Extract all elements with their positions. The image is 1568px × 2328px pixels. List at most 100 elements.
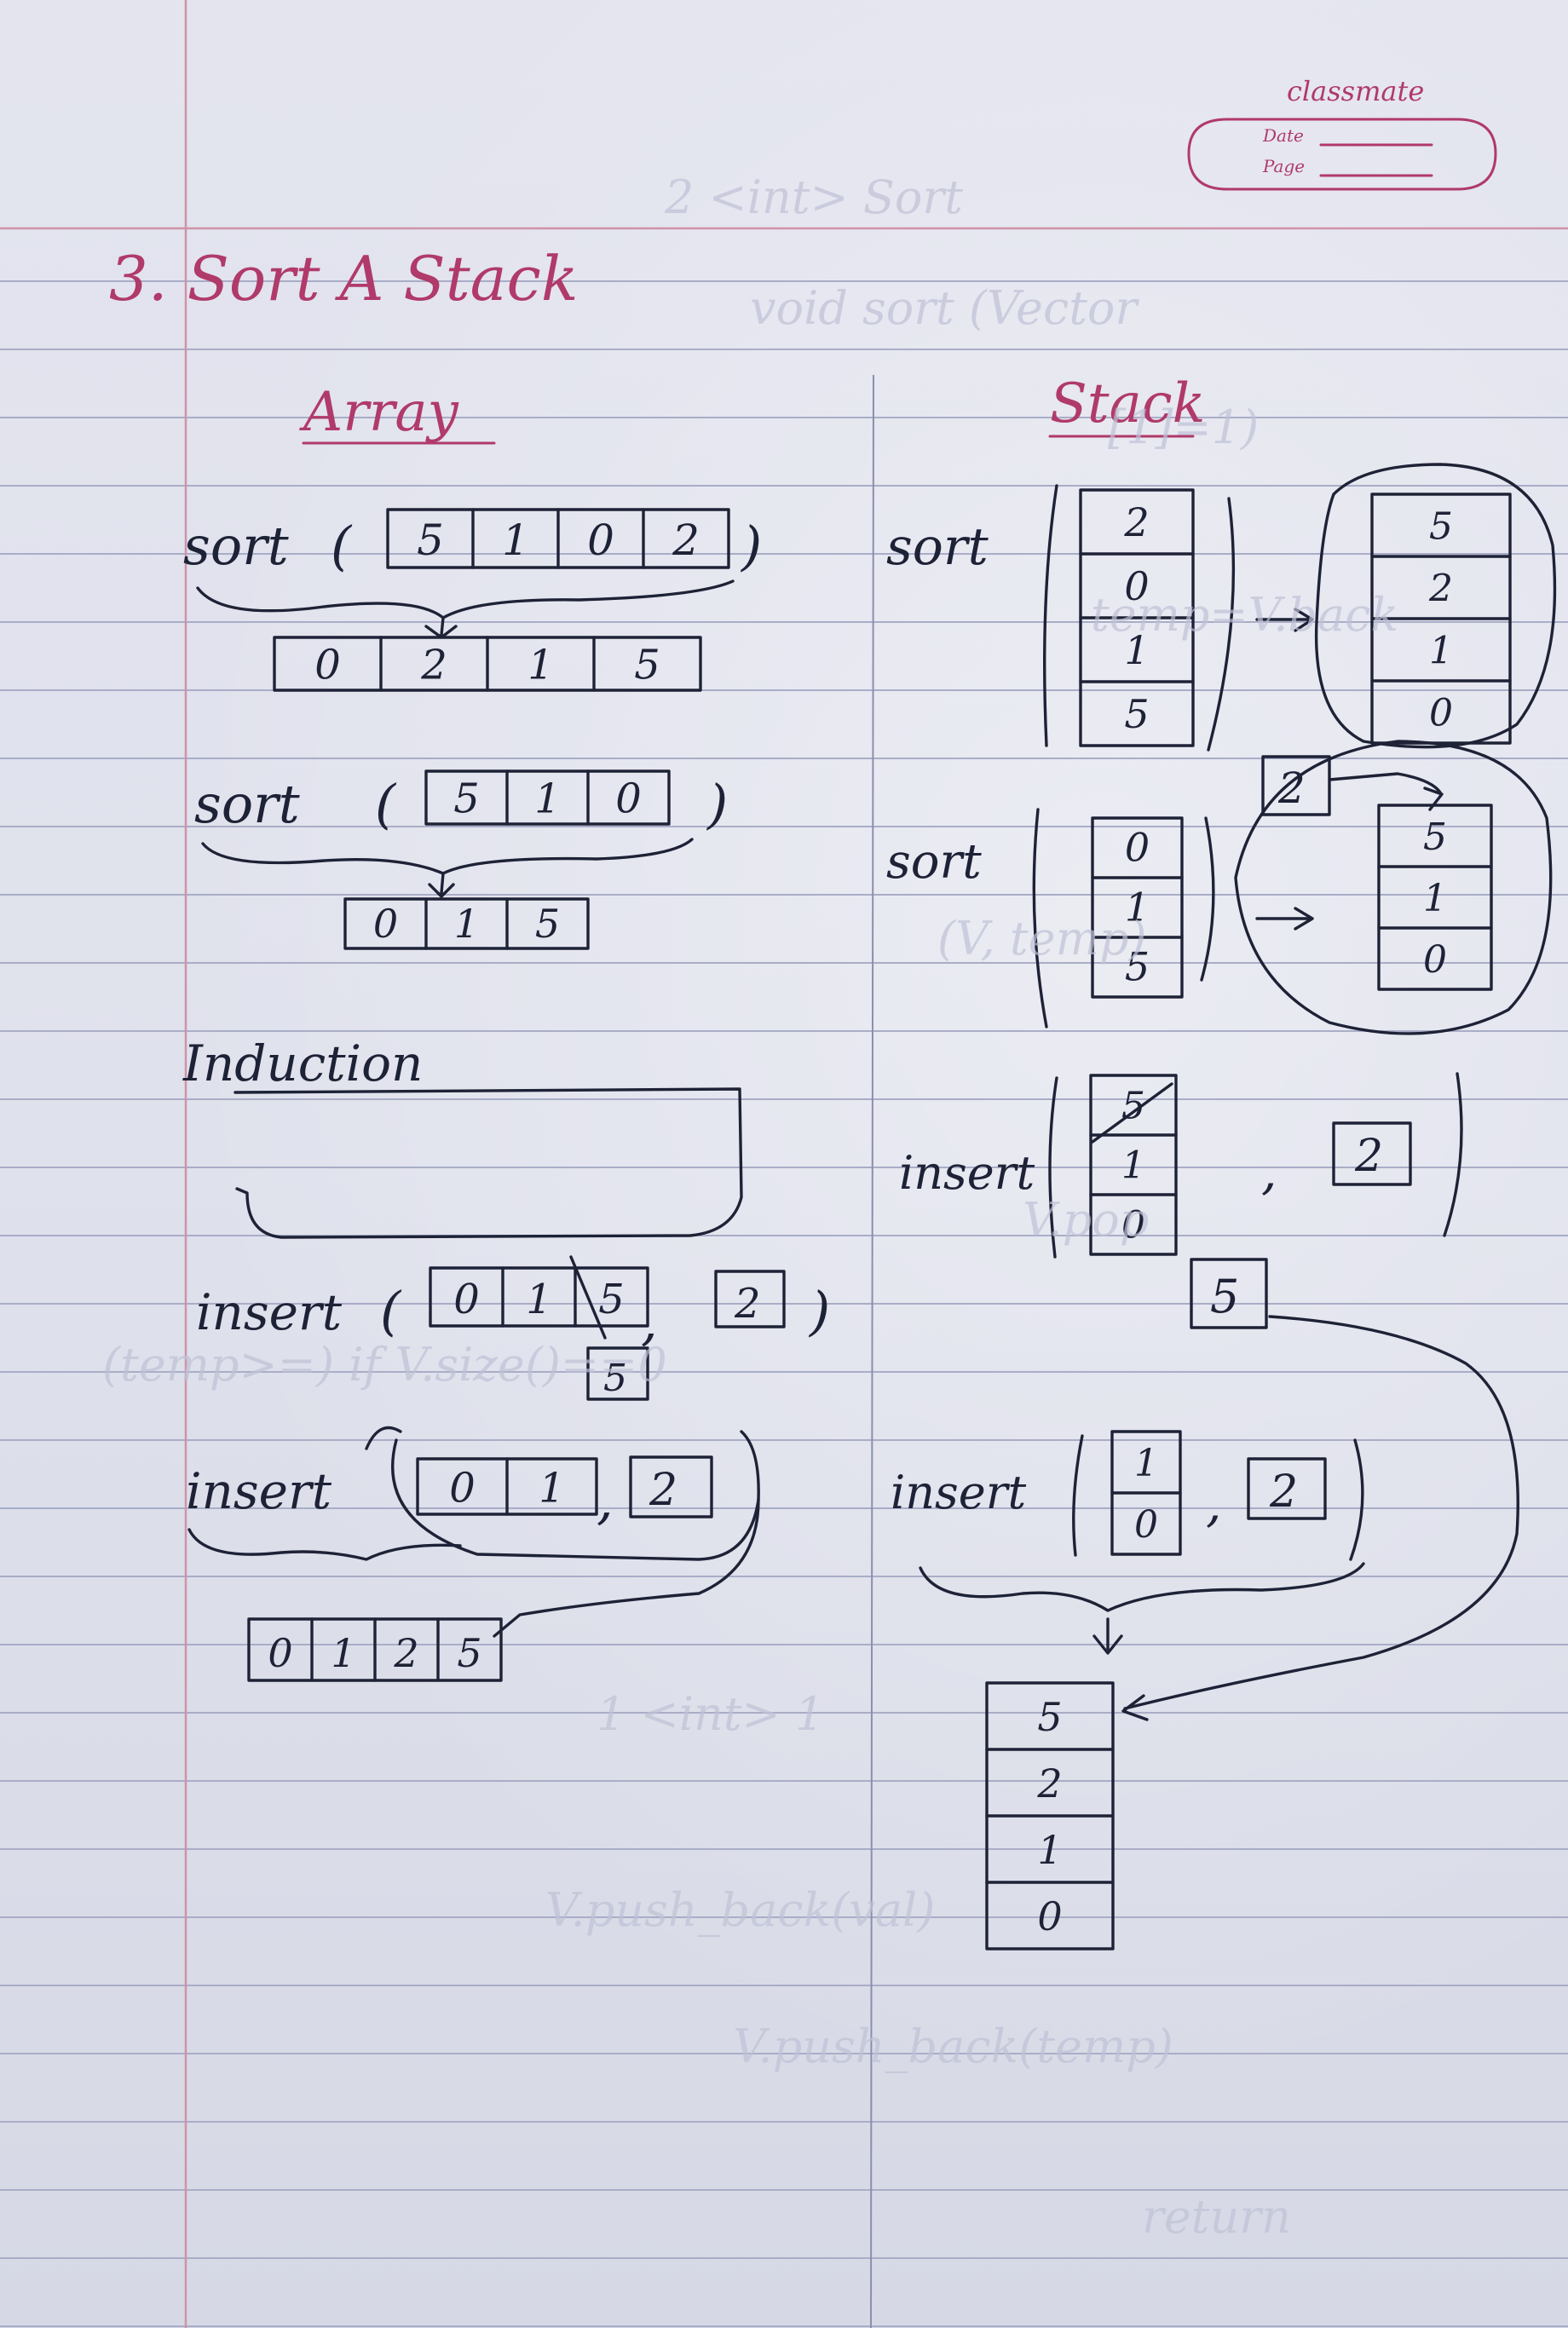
svg-text:): ) bbox=[706, 773, 728, 835]
strike-mark bbox=[1091, 1082, 1173, 1144]
page-label: Page bbox=[1262, 156, 1305, 176]
array-cell-value: 1 bbox=[526, 1276, 552, 1323]
insert-label: insert bbox=[899, 1146, 1035, 1200]
date-page-box: classmate Date Page bbox=[1187, 75, 1497, 191]
array-cell-value: 1 bbox=[331, 1630, 355, 1676]
stack-cell-value: 0 bbox=[1121, 1203, 1145, 1247]
svg-text:return: return bbox=[1142, 2190, 1291, 2244]
svg-text:(: ( bbox=[331, 515, 353, 577]
date-label: Date bbox=[1262, 125, 1304, 146]
stack-cell-value: 0 bbox=[1134, 1503, 1158, 1547]
induction-section: Induction bbox=[182, 1034, 743, 1239]
ruled-lines bbox=[0, 280, 1568, 2327]
array-cell-value: 0 bbox=[449, 1465, 476, 1513]
array-cell-value: 5 bbox=[457, 1630, 481, 1676]
induction-label: Induction bbox=[182, 1034, 423, 1092]
array-cell-value: 1 bbox=[539, 1465, 565, 1513]
array-cell-value: 1 bbox=[534, 775, 561, 822]
stack-cell-value: 1 bbox=[1429, 630, 1453, 673]
insert-label: insert bbox=[186, 1462, 332, 1520]
stack-cell-value: 5 bbox=[1423, 815, 1447, 859]
stack-cell-value: 5 bbox=[1037, 1694, 1062, 1740]
insert2-value: 2 bbox=[649, 1465, 677, 1516]
array-cell-value: 0 bbox=[453, 1276, 480, 1323]
svg-text:(: ( bbox=[375, 773, 397, 835]
array-cell-value: 0 bbox=[587, 516, 614, 565]
stack-sort-step-2: sort 0 1 5 5 1 0 bbox=[886, 740, 1553, 1035]
stack-cell-value: 1 bbox=[1134, 1442, 1158, 1485]
stack-cell-value: 1 bbox=[1037, 1827, 1062, 1873]
array-cell-value: 2 bbox=[672, 516, 700, 565]
stack-insert1-value: 2 bbox=[1354, 1131, 1383, 1182]
popped-element: 2 bbox=[1261, 755, 1444, 816]
stack-cell-value: 0 bbox=[1429, 692, 1453, 735]
array-cell-value: 1 bbox=[502, 516, 529, 565]
stack-cell-value: 2 bbox=[1428, 568, 1453, 611]
stack-outline bbox=[1377, 804, 1493, 991]
array-cell-value: 0 bbox=[314, 641, 341, 689]
induction-box bbox=[233, 1087, 743, 1239]
popped-value: 2 bbox=[1277, 764, 1306, 813]
stack-cell-value: 5 bbox=[1429, 505, 1453, 549]
array-cell-value: 2 bbox=[393, 1630, 418, 1676]
insert-label: insert bbox=[891, 1466, 1027, 1519]
insert1-removed: 5 bbox=[603, 1357, 627, 1400]
svg-text:V.push_back(temp): V.push_back(temp) bbox=[733, 2020, 1173, 2073]
stack-cell-value: 5 bbox=[1125, 943, 1150, 989]
array-cell-value: 5 bbox=[535, 901, 560, 947]
array-outline bbox=[343, 897, 590, 950]
svg-text:[1]=1): [1]=1) bbox=[1108, 400, 1259, 454]
output-bubble bbox=[1314, 463, 1557, 749]
array-cell-value: 0 bbox=[268, 1630, 292, 1676]
array-cell-value: 5 bbox=[634, 641, 660, 689]
stack-cell-value: 2 bbox=[1036, 1760, 1062, 1807]
array-outline bbox=[429, 1266, 649, 1328]
stack-cell-value: 0 bbox=[1124, 563, 1149, 609]
strike-mark bbox=[569, 1255, 607, 1340]
stack-cell-value: 1 bbox=[1121, 1144, 1145, 1187]
svg-text:,: , bbox=[1261, 1143, 1277, 1201]
stack-insert-step-1: insert 510 , 2 5 bbox=[899, 1072, 1519, 1721]
sort-label: sort bbox=[886, 834, 982, 890]
insert1-value: 2 bbox=[734, 1280, 761, 1328]
svg-text:temp=V.back: temp=V.back bbox=[1091, 588, 1398, 642]
svg-text:(: ( bbox=[380, 1280, 402, 1342]
array-outline bbox=[424, 769, 671, 826]
svg-text:(temp>=) if V.size()==0: (temp>=) if V.size()==0 bbox=[102, 1338, 667, 1392]
svg-text:V.pop: V.pop bbox=[1023, 1193, 1149, 1247]
stack-cell-value: 0 bbox=[1423, 938, 1447, 982]
stack-cell-value: 2 bbox=[1123, 499, 1149, 545]
column-divider bbox=[870, 374, 874, 2328]
value-box bbox=[1332, 1121, 1412, 1186]
svg-text:,: , bbox=[641, 1290, 658, 1352]
insert-label: insert bbox=[196, 1283, 343, 1341]
array-cell-value: 1 bbox=[454, 901, 479, 947]
stack-cell-value: 1 bbox=[1124, 627, 1149, 673]
stack-cell-value: 0 bbox=[1125, 824, 1150, 870]
svg-text:V.push_back(val): V.push_back(val) bbox=[545, 1883, 935, 1937]
stack-insert1-popped: 5 bbox=[1210, 1270, 1239, 1323]
value-box bbox=[714, 1270, 786, 1328]
stack-outline bbox=[1091, 816, 1184, 999]
bleed-through-text: 2 <int> Sort void sort (Vector [1]=1) te… bbox=[102, 170, 1398, 2244]
stack-cell-value: 1 bbox=[1423, 877, 1447, 920]
column-heading-stack: Stack bbox=[1050, 372, 1205, 435]
value-box bbox=[1261, 755, 1331, 816]
column-heading-array: Array bbox=[299, 381, 459, 444]
brand-logo: classmate bbox=[1287, 75, 1424, 107]
page-title: 3. Sort A Stack bbox=[109, 243, 579, 314]
array-cell-value: 1 bbox=[527, 641, 554, 689]
svg-text:(V, temp): (V, temp) bbox=[937, 912, 1146, 965]
array-cell-value: 5 bbox=[598, 1276, 625, 1323]
svg-text:,: , bbox=[1206, 1475, 1221, 1533]
stack2-output: 5 1 0 bbox=[1377, 804, 1493, 991]
